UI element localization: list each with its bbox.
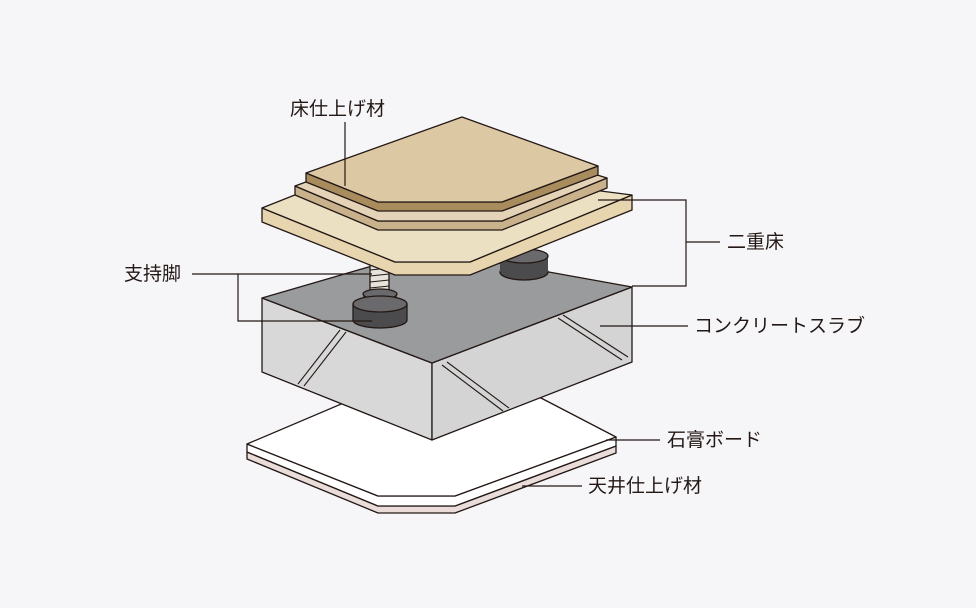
support-leg-back	[499, 248, 549, 281]
label-concrete-slab: コンクリートスラブ	[694, 315, 866, 337]
floor-finish-top	[305, 116, 599, 203]
slab-crack-lines	[297, 314, 629, 412]
label-double-floor: 二重床	[727, 231, 785, 253]
support-leg-icon	[352, 263, 408, 329]
label-floor-finish: 床仕上げ材	[290, 98, 386, 120]
leader-lines	[192, 122, 720, 487]
floor-finish-layer	[305, 116, 599, 212]
concrete-slab-layer	[261, 249, 633, 441]
label-support-leg: 支持脚	[124, 263, 182, 285]
label-gypsum-board: 石膏ボード	[667, 429, 763, 451]
label-ceiling-finish: 天井仕上げ材	[588, 475, 703, 497]
